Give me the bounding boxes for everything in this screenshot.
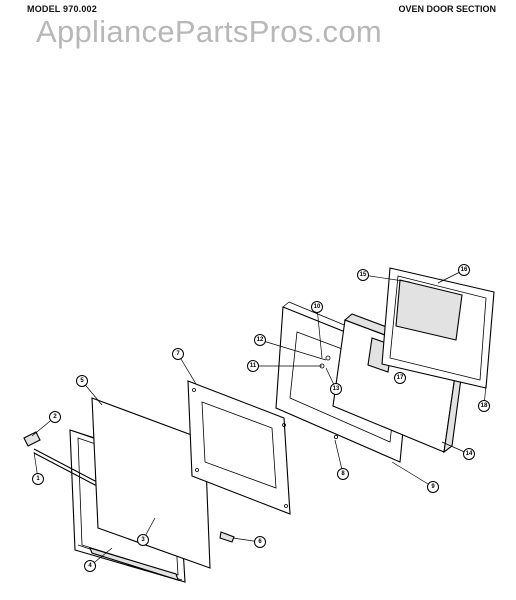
- svg-text:13: 13: [333, 386, 340, 392]
- inner-door-liner-part: [381, 267, 495, 389]
- callout-1: 1: [32, 473, 44, 485]
- svg-text:17: 17: [397, 375, 404, 381]
- svg-text:18: 18: [481, 403, 488, 409]
- leader-lines: [31, 269, 487, 567]
- svg-text:5: 5: [80, 378, 84, 384]
- callout-6: 6: [254, 536, 266, 548]
- callout-18: 18: [478, 400, 490, 412]
- svg-text:10: 10: [314, 304, 321, 310]
- callout-9: 9: [427, 481, 439, 493]
- svg-text:3: 3: [141, 537, 145, 543]
- svg-text:7: 7: [176, 351, 180, 357]
- svg-text:16: 16: [461, 267, 468, 273]
- callout-8: 8: [337, 468, 349, 480]
- handle-end-cap-part: [23, 431, 41, 447]
- callout-16: 16: [458, 264, 470, 276]
- callout-11: 11: [247, 360, 259, 372]
- callout-15: 15: [357, 269, 369, 281]
- section-title: OVEN DOOR SECTION: [398, 4, 496, 14]
- callout-10: 10: [311, 301, 323, 313]
- callout-3: 3: [137, 534, 149, 546]
- svg-text:4: 4: [88, 563, 92, 569]
- callout-4: 4: [84, 560, 96, 572]
- svg-text:6: 6: [258, 539, 262, 545]
- svg-text:11: 11: [250, 363, 257, 369]
- outer-glass-panel-part: [91, 397, 211, 569]
- svg-text:8: 8: [341, 471, 345, 477]
- window-glass-pack-part: [187, 380, 291, 515]
- svg-text:9: 9: [431, 484, 435, 490]
- watermark: AppliancePartsPros.com: [36, 14, 383, 49]
- svg-text:14: 14: [466, 451, 473, 457]
- callout-14: 14: [463, 448, 475, 460]
- model-number: MODEL 970.002: [27, 4, 97, 14]
- callout-7: 7: [172, 348, 184, 360]
- callout-13: 13: [330, 383, 342, 395]
- callout-17: 17: [394, 372, 406, 384]
- mounting-clip-part: [219, 531, 235, 543]
- callout-2: 2: [49, 411, 61, 423]
- callout-12: 12: [254, 334, 266, 346]
- svg-text:15: 15: [360, 272, 367, 278]
- callout-5: 5: [76, 375, 88, 387]
- svg-text:12: 12: [257, 337, 264, 343]
- svg-text:2: 2: [53, 414, 57, 420]
- svg-text:1: 1: [36, 476, 40, 482]
